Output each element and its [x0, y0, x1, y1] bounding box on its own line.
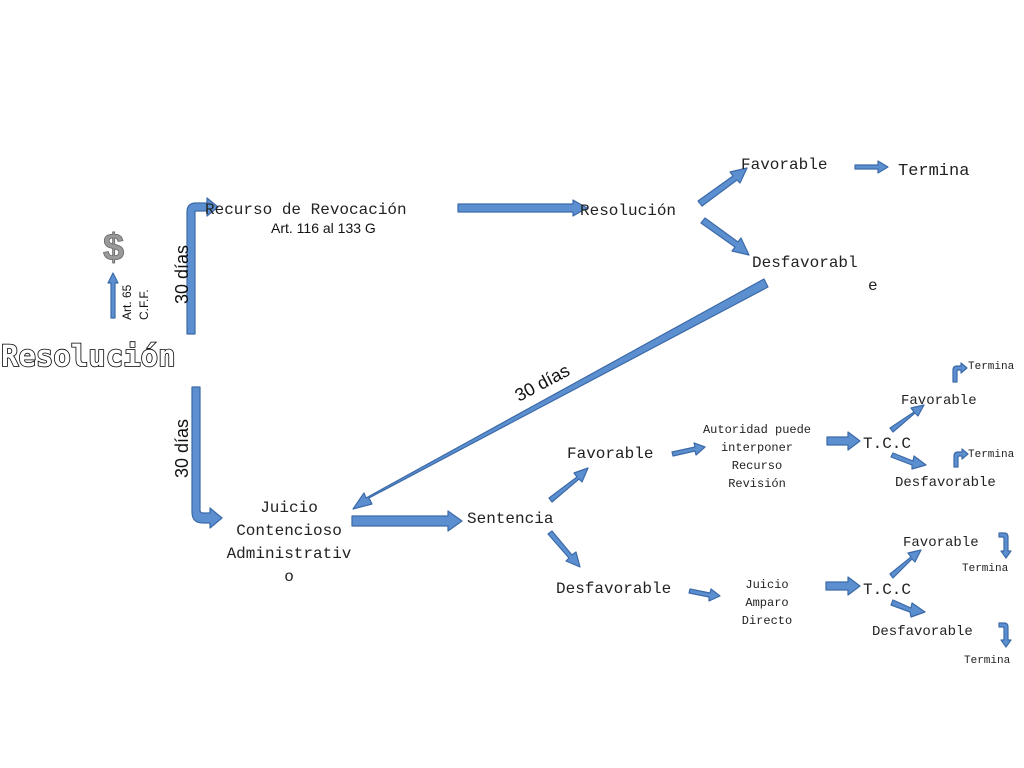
arrow-sentencia-to-favorable — [548, 467, 589, 503]
tcc-lower-label: T.C.C — [863, 581, 911, 599]
desfavorable-top-label-line2: e — [868, 277, 878, 295]
tcc-upper-label: T.C.C — [863, 435, 911, 453]
autoridad-label-line2: interponer — [721, 441, 793, 455]
favorable-r2-label: Favorable — [903, 535, 979, 551]
root-resolucion-label: Resolución — [1, 339, 176, 373]
arrow-tcc1-to-desfavorable — [890, 452, 927, 470]
arrow-favorable-to-termina — [854, 160, 889, 174]
arrow-to-termina-r2 — [953, 448, 969, 468]
arrow-resolucion-to-favorable — [697, 167, 748, 207]
desfavorable-top-label-line1: Desfavorabl — [752, 254, 858, 272]
arrow-desfavorable-to-juicio — [352, 278, 769, 510]
autoridad-label-line3: Recurso — [732, 459, 782, 473]
favorable-mid-label: Favorable — [567, 445, 653, 463]
termina-r4-label: Termina — [964, 655, 1011, 667]
arrow-sentencia-to-desfavorable — [547, 530, 581, 568]
arrow-root-to-juicio — [191, 386, 223, 529]
arrow-tcc2-to-favorable — [889, 549, 922, 579]
arrow-resolucion-to-desfavorable — [700, 217, 750, 256]
arrow-to-termina-r3 — [998, 532, 1012, 559]
arrow-autoridad-to-tcc — [826, 431, 861, 451]
sentencia-label: Sentencia — [467, 510, 554, 528]
arrow-to-termina-r4 — [998, 622, 1012, 648]
arrow-desfavorable-to-amparo — [688, 588, 721, 602]
art-116-label: Art. 116 al 133 G — [271, 220, 376, 236]
arrow-root-to-recurso — [186, 197, 219, 335]
recurso-revocacion-label: Recurso de Revocación — [205, 201, 407, 219]
arrow-up-dollar — [107, 272, 119, 319]
termina-r3-label: Termina — [962, 563, 1009, 575]
arrow-to-termina-r1 — [952, 362, 968, 383]
desfavorable-r2-label: Desfavorable — [872, 624, 973, 640]
arrow-tcc2-to-desfavorable — [890, 599, 926, 618]
juicio-label-line2: Contencioso — [236, 522, 342, 540]
amparo-label-line2: Amparo — [745, 596, 788, 610]
desfavorable-r1-label: Desfavorable — [895, 475, 996, 491]
arrow-juicio-to-sentencia — [351, 510, 463, 532]
arrow-favorable-to-autoridad — [671, 442, 706, 457]
amparo-label-line1: Juicio — [745, 578, 788, 592]
arrow-amparo-to-tcc — [825, 576, 861, 596]
autoridad-label-line1: Autoridad puede — [703, 423, 811, 437]
termina-top-label: Termina — [898, 162, 969, 181]
favorable-r1-label: Favorable — [901, 393, 977, 409]
favorable-top-label: Favorable — [741, 156, 827, 174]
juicio-label-line1: Juicio — [260, 499, 318, 517]
termina-r2-label: Termina — [968, 449, 1015, 461]
juicio-label-line3: Administrativ — [227, 545, 352, 563]
resolucion-mid-label: Resolución — [580, 202, 676, 220]
arrow-recurso-to-resolucion — [457, 199, 588, 217]
autoridad-label-line4: Revisión — [728, 477, 786, 491]
days-upper-label: 30 días — [172, 245, 192, 304]
amparo-label-line3: Directo — [742, 614, 792, 628]
desfavorable-mid-label: Desfavorable — [556, 580, 671, 598]
days-diagonal-label: 30 días — [511, 360, 573, 405]
cff-label: C.F.F. — [137, 289, 151, 320]
dollar-icon: $ — [103, 227, 124, 269]
art-65-label: Art. 65 — [120, 284, 134, 320]
termina-r1-label: Termina — [968, 361, 1015, 373]
juicio-label-line4: o — [284, 568, 294, 586]
days-lower-label: 30 días — [172, 419, 192, 478]
arrow-tcc1-to-favorable — [889, 404, 925, 433]
